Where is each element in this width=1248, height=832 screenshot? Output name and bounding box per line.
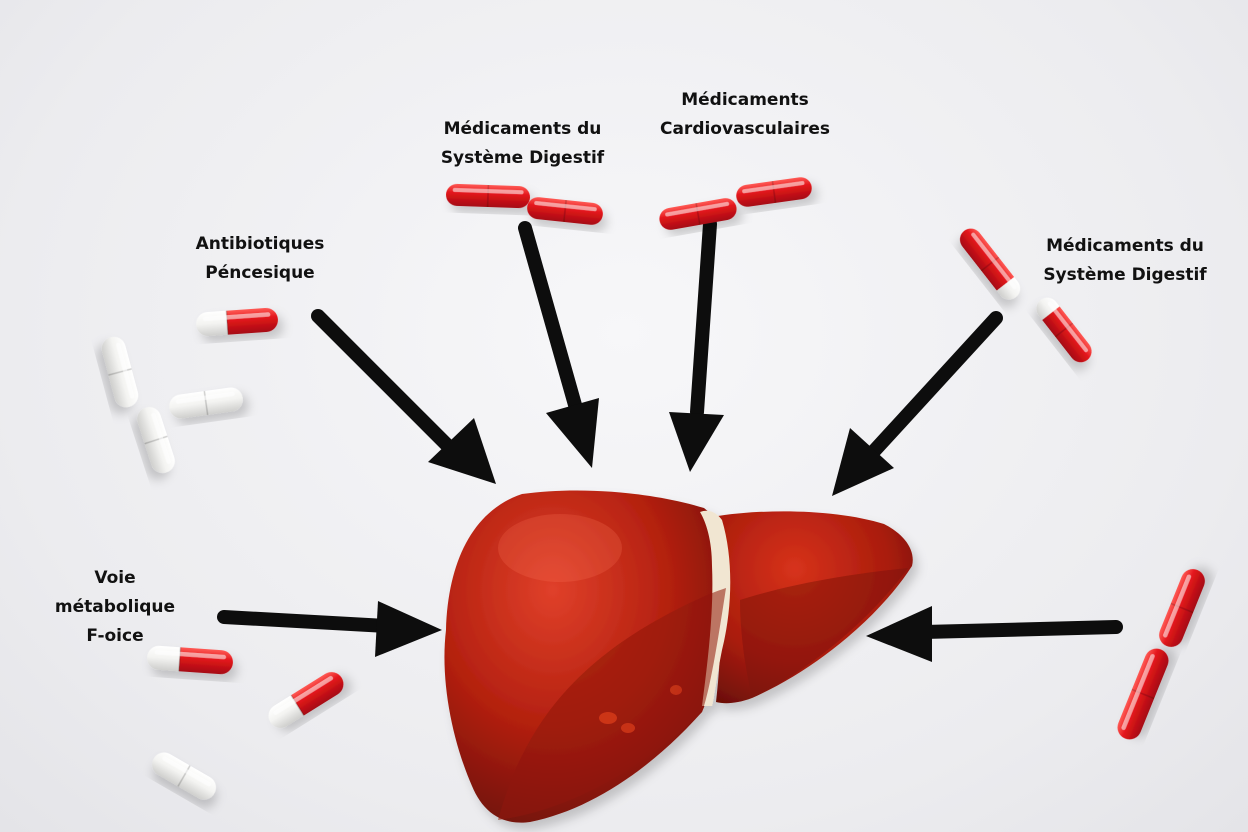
arrow-cardio [669, 217, 724, 472]
label-digestif-top: Médicaments du Système Digestif [405, 115, 640, 173]
label-line: Péncesique [205, 263, 315, 283]
liver-spot [670, 685, 682, 695]
label-line: Médicaments du [443, 119, 602, 139]
capsule [167, 385, 245, 421]
arrow-digestif-top [518, 221, 599, 468]
label-cardiovasculaires: Médicaments Cardiovasculaires [640, 86, 850, 144]
label-voie-metabolique: Voie métabolique F-oice [40, 564, 190, 651]
capsule [1113, 644, 1173, 744]
liver-spot [599, 712, 617, 724]
capsule [955, 224, 1025, 304]
arrows [217, 217, 1123, 662]
capsule [147, 748, 221, 804]
capsule [264, 667, 348, 733]
label-line: Cardiovasculaires [659, 119, 831, 139]
capsule [1155, 565, 1209, 651]
capsule [99, 334, 141, 410]
label-line: Voie [94, 568, 136, 588]
liver-highlight [498, 514, 622, 582]
capsule [134, 403, 178, 477]
capsule [734, 175, 814, 209]
liver-inner-fold [498, 588, 726, 820]
label-line: F-oice [86, 626, 144, 646]
capsule [146, 645, 234, 675]
label-line: Médicaments [681, 90, 809, 110]
label-antibiotiques: Antibiotiques Péncesique [160, 230, 360, 288]
label-digestif-right: Médicaments du Système Digestif [1010, 232, 1240, 290]
arrow-digestif-right [832, 311, 1003, 496]
liver [444, 490, 913, 823]
arrow-right-side [866, 606, 1123, 662]
label-line: Système Digestif [1043, 265, 1207, 285]
label-line: Système Digestif [440, 148, 605, 168]
liver-spot [621, 723, 635, 733]
capsule [445, 183, 531, 209]
arrow-voie [217, 601, 442, 657]
capsules [99, 175, 1209, 804]
label-line: métabolique [54, 597, 176, 617]
capsule [195, 307, 279, 337]
liver-right-fold [740, 568, 908, 698]
capsule [526, 196, 604, 226]
capsule [1031, 293, 1097, 367]
capsule [657, 196, 739, 232]
arrow-antibiotiques [311, 309, 496, 484]
label-line: Antibiotiques [195, 234, 325, 254]
label-line: Médicaments du [1046, 236, 1204, 256]
